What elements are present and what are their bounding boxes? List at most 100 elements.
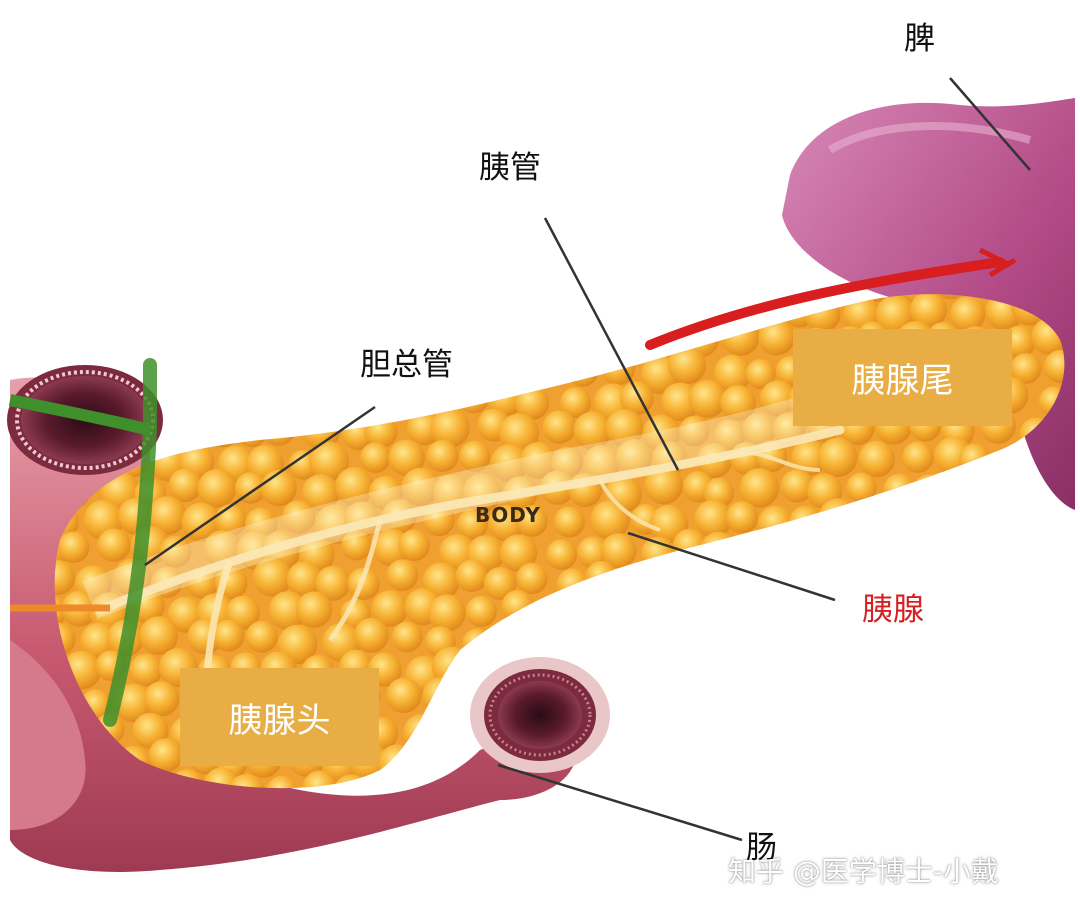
lobule xyxy=(429,707,468,746)
lobule xyxy=(739,468,779,508)
lobule xyxy=(643,592,684,633)
lobule xyxy=(245,620,278,653)
lobule xyxy=(422,562,460,600)
lobule xyxy=(274,294,315,305)
lobule xyxy=(213,294,245,298)
lobule xyxy=(818,498,858,537)
lobule xyxy=(791,683,825,716)
lobule xyxy=(589,294,627,298)
lobule xyxy=(946,716,981,750)
lobule xyxy=(638,655,676,693)
lobule xyxy=(615,438,652,476)
lobule xyxy=(738,592,770,624)
lobule xyxy=(617,617,658,657)
lobule xyxy=(389,378,424,413)
lobule xyxy=(553,629,584,660)
lobule xyxy=(516,562,548,595)
lobule xyxy=(426,439,459,473)
lobule xyxy=(531,352,566,388)
lobule xyxy=(114,683,153,723)
lobule xyxy=(465,595,497,627)
lobule xyxy=(959,443,991,475)
lobule xyxy=(322,385,355,418)
lobule xyxy=(185,320,218,353)
lobule xyxy=(306,297,339,330)
lobule xyxy=(260,469,297,507)
lobule xyxy=(77,325,115,363)
lobule xyxy=(787,746,823,782)
lobule xyxy=(644,466,683,505)
lobule xyxy=(472,294,507,323)
lobule xyxy=(341,530,372,561)
lobule xyxy=(1043,647,1065,686)
lobule xyxy=(1049,715,1065,747)
lobule xyxy=(527,620,558,651)
lobule xyxy=(483,321,519,357)
lobule xyxy=(601,533,637,569)
lobule xyxy=(1027,737,1065,778)
lobule xyxy=(621,323,652,355)
lobule xyxy=(831,741,866,775)
lobule xyxy=(792,557,833,598)
lobule xyxy=(157,349,197,389)
lobule xyxy=(676,774,711,789)
lobule xyxy=(514,385,550,421)
lobule xyxy=(590,500,630,540)
lobule xyxy=(54,294,79,297)
lobule xyxy=(406,411,441,446)
lobule xyxy=(371,590,409,627)
lobule xyxy=(567,355,599,387)
lobule xyxy=(1044,349,1065,384)
lobule xyxy=(386,559,419,591)
lobule xyxy=(575,593,612,630)
lobule xyxy=(729,742,768,781)
leader-common-bile-duct xyxy=(144,405,376,567)
lobule xyxy=(714,419,746,451)
lobule xyxy=(843,654,877,688)
lobule xyxy=(657,748,689,780)
lobule xyxy=(414,736,454,776)
lobule xyxy=(679,415,710,447)
lobule xyxy=(1071,505,1080,537)
lobule xyxy=(699,531,738,570)
lobule xyxy=(346,294,383,297)
lobule xyxy=(364,415,398,449)
lobule xyxy=(813,772,848,789)
lobule xyxy=(159,535,192,568)
lobule xyxy=(636,294,676,326)
leader-lines xyxy=(144,77,1031,842)
lobule xyxy=(268,591,308,630)
lobule xyxy=(972,530,1012,570)
lobule xyxy=(756,681,792,718)
lobule xyxy=(353,617,389,653)
lobule xyxy=(531,295,567,330)
lobule xyxy=(778,715,810,747)
lobule xyxy=(758,319,795,356)
lobule xyxy=(378,744,417,783)
lobule xyxy=(757,294,796,299)
lobule xyxy=(483,567,517,600)
lobule xyxy=(315,565,351,601)
lobule xyxy=(516,294,549,301)
lobule xyxy=(860,505,897,542)
lobule xyxy=(989,739,1027,777)
lobule xyxy=(458,383,489,414)
lobule xyxy=(61,295,97,332)
lobule xyxy=(576,536,610,569)
lobule xyxy=(887,676,926,714)
lobule xyxy=(875,295,915,335)
lobule xyxy=(941,596,976,631)
lobule xyxy=(456,263,488,295)
lobule xyxy=(828,622,866,660)
lobule xyxy=(54,294,65,326)
lobule xyxy=(427,294,460,296)
lobule xyxy=(1025,628,1059,662)
lobule xyxy=(701,592,740,632)
lobule xyxy=(840,774,878,789)
lobule xyxy=(422,676,460,715)
lobule xyxy=(499,534,538,572)
leader-pancreatic-duct xyxy=(543,217,680,471)
lobule xyxy=(54,596,67,627)
lobule xyxy=(713,354,752,393)
lobule xyxy=(401,467,440,507)
